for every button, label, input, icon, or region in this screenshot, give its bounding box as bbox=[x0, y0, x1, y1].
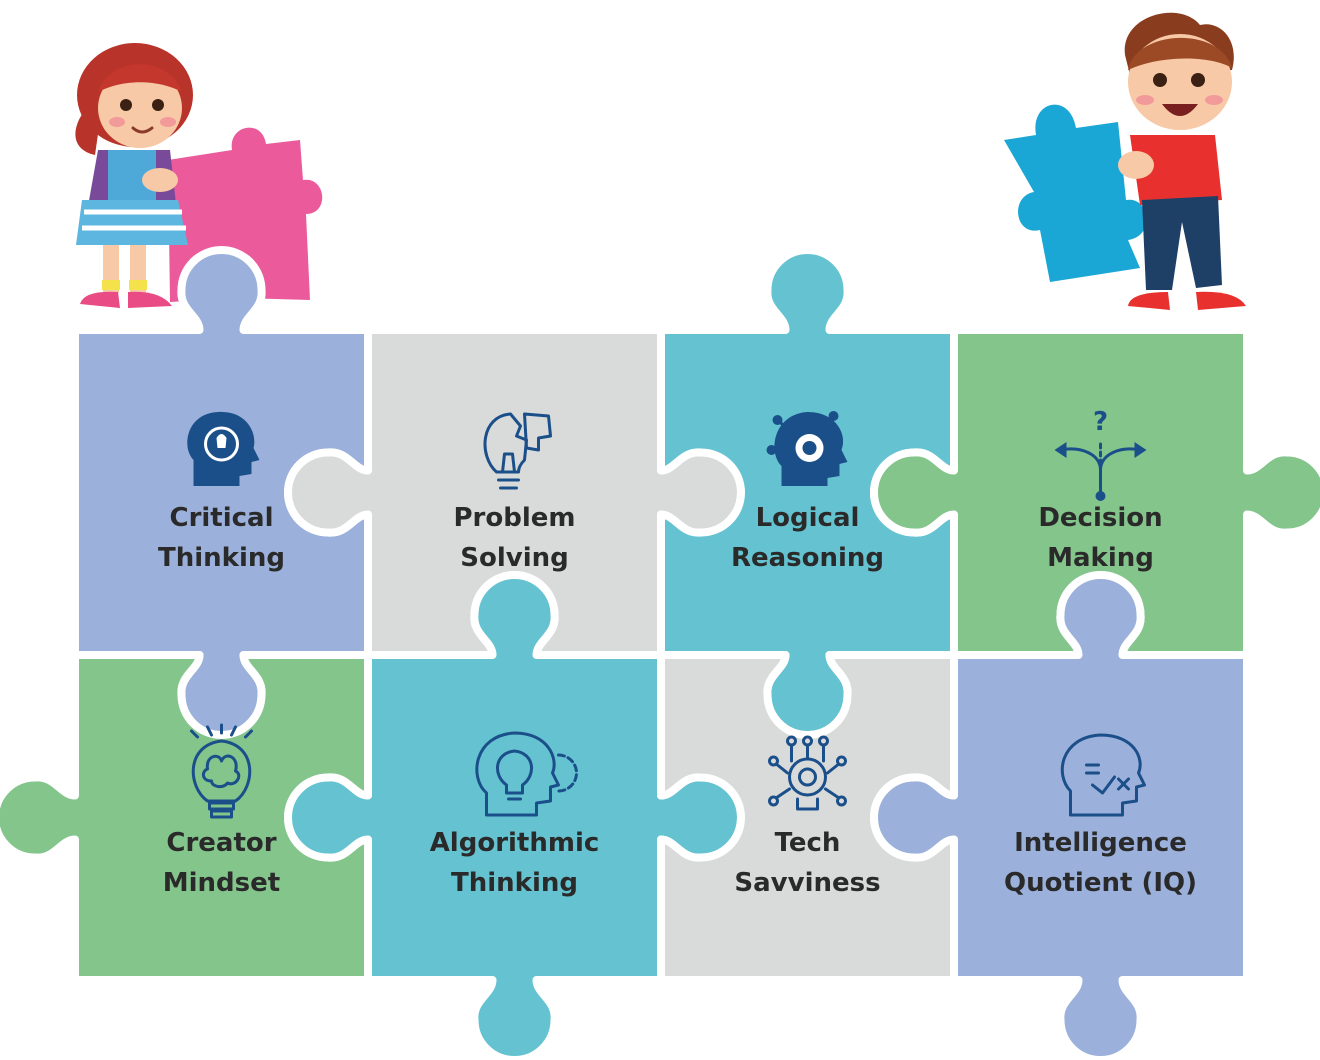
lightbulb-puzzle-icon bbox=[483, 412, 552, 490]
blue-puzzle-piece bbox=[1004, 104, 1147, 283]
lightbulb-brain-icon bbox=[190, 723, 253, 819]
boy-character bbox=[1004, 12, 1246, 310]
head-network-icon bbox=[766, 411, 848, 486]
circuit-gear-icon bbox=[768, 735, 847, 811]
crossroads-arrows-icon: ? bbox=[1054, 407, 1147, 501]
head-lightbulb-gear-icon bbox=[475, 731, 578, 817]
head-check-icon bbox=[1060, 733, 1146, 817]
head-gear-icon bbox=[187, 411, 260, 486]
svg-text:?: ? bbox=[1093, 407, 1108, 437]
puzzle-grid bbox=[0, 246, 1320, 1060]
